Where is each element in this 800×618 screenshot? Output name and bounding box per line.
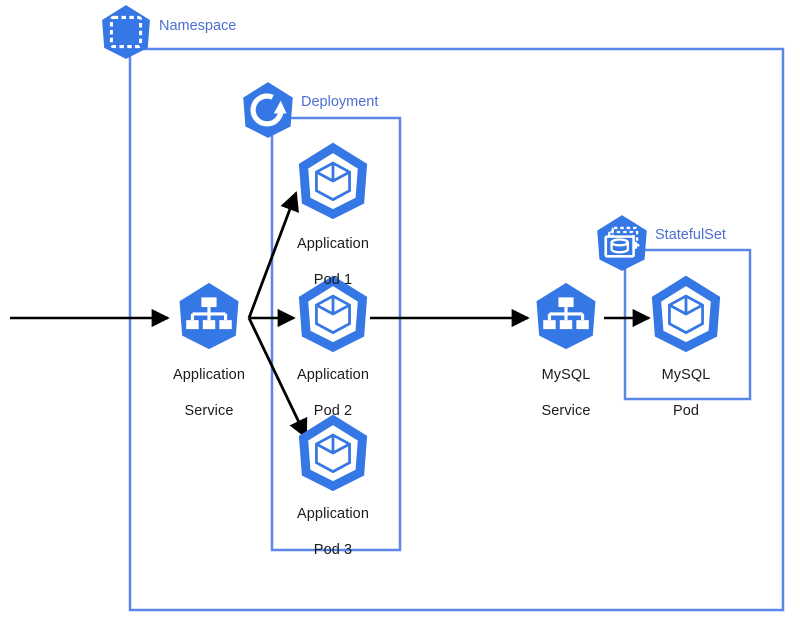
namespace-icon [102,5,150,59]
connection-application-service-to-pod-1 [247,191,299,319]
pod-icon-application-pod-1 [298,142,368,220]
node-label-line1: Application [296,367,370,383]
node-label-line1: Application [296,236,370,252]
node-label-mysql-pod: MySQL Pod [626,348,746,438]
service-icon-mysql-service [536,282,596,350]
service-icon-application-service [179,282,239,350]
deployment-icon [243,82,293,138]
node-label-line2: Pod 1 [313,272,353,288]
group-box-deployment [270,116,402,552]
node-label-line1: MySQL [541,367,591,383]
node-label-line2: Pod 2 [313,403,353,419]
pod-icon-application-pod-2 [298,275,368,353]
group-label-deployment: Deployment [301,94,379,110]
node-label-line1: MySQL [661,367,711,383]
node-label-line2: Service [184,403,234,419]
node-label-application-pod-3: Application Pod 3 [273,487,393,577]
pod-icon-mysql-pod [651,275,721,353]
node-label-line2: Service [541,403,591,419]
statefulset-icon [597,215,647,271]
node-label-application-service: Application Service [149,348,269,438]
node-label-line2: Pod 3 [313,542,353,558]
node-label-application-pod-2: Application Pod 2 [273,348,393,438]
group-box-namespace [128,47,785,612]
connection-application-service-to-pod-3 [247,317,308,439]
node-label-line2: Pod [672,403,700,419]
node-label-line1: Application [172,367,246,383]
node-label-application-pod-1: Application Pod 1 [273,217,393,307]
group-label-statefulset: StatefulSet [655,227,726,243]
pod-icon-application-pod-3 [298,414,368,492]
node-label-mysql-service: MySQL Service [506,348,626,438]
node-label-line1: Application [296,506,370,522]
group-label-namespace: Namespace [159,18,237,34]
group-box-statefulset [623,248,752,401]
